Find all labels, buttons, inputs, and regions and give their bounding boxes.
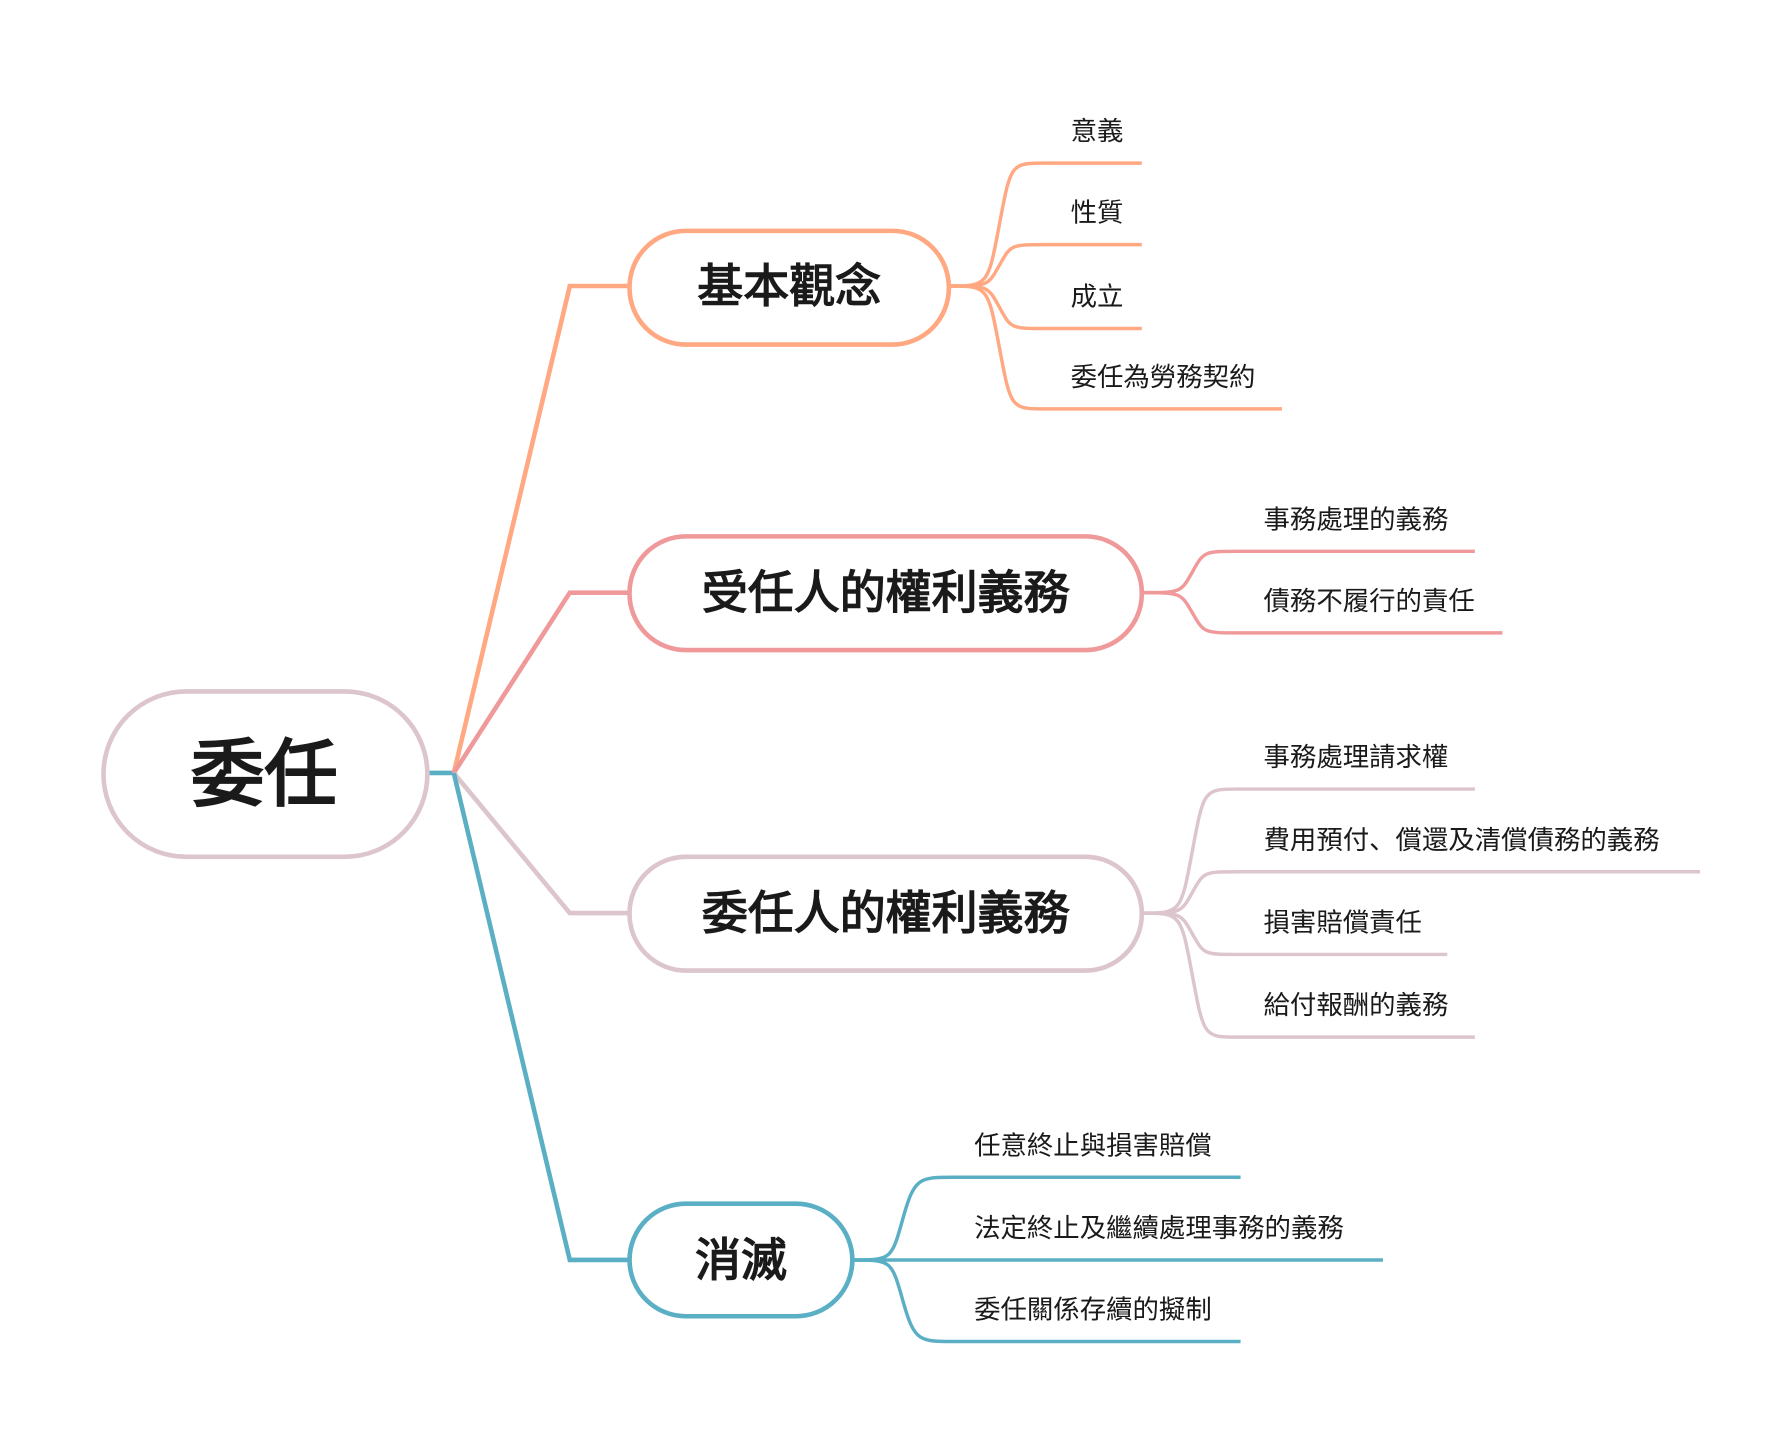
leaf-connector bbox=[852, 1258, 1241, 1344]
branch-connector bbox=[451, 772, 630, 1263]
leaf-connector bbox=[1141, 911, 1475, 1039]
main-topic-box[interactable] bbox=[627, 854, 1145, 973]
main-topic-label: 受任人的權利義務 bbox=[702, 566, 1071, 620]
main-topic-label: 消滅 bbox=[695, 1233, 787, 1287]
main-topic-label: 基本觀念 bbox=[697, 259, 881, 313]
main-topic-box[interactable] bbox=[627, 534, 1145, 653]
leaf-topic[interactable]: 債務不履行的責任 bbox=[1264, 586, 1475, 617]
leaf-topic[interactable]: 事務處理請求權 bbox=[1264, 742, 1449, 773]
central-topic-label: 委任 bbox=[191, 732, 338, 817]
main-topic-box[interactable] bbox=[627, 1201, 855, 1319]
leaf-connector bbox=[948, 242, 1142, 288]
leaf-topic[interactable]: 任意終止與損害賠償 bbox=[974, 1130, 1212, 1161]
leaf-connector bbox=[1141, 590, 1503, 635]
leaf-topic[interactable]: 委任為勞務契約 bbox=[1071, 362, 1256, 393]
leaf-topic[interactable]: 法定終止及繼續處理事務的義務 bbox=[974, 1213, 1344, 1244]
branch-connector bbox=[451, 590, 630, 775]
leaf-topic[interactable]: 費用預付、償還及清償債務的義務 bbox=[1264, 825, 1660, 856]
branch-connector bbox=[451, 283, 630, 774]
leaf-topic[interactable]: 意義 bbox=[1071, 116, 1124, 147]
main-topic-box[interactable] bbox=[627, 228, 952, 347]
leaf-topic[interactable]: 給付報酬的義務 bbox=[1264, 990, 1449, 1021]
central-topic[interactable]: 委任 bbox=[101, 689, 430, 860]
main-topic-label: 委任人的權利義務 bbox=[702, 886, 1071, 940]
central-topic-box[interactable] bbox=[101, 689, 430, 860]
leaf-topic[interactable]: 事務處理的義務 bbox=[1264, 504, 1449, 535]
leaf-topic[interactable]: 委任關係存續的擬制 bbox=[974, 1295, 1212, 1326]
branch-connector bbox=[452, 771, 630, 916]
leaf-connector bbox=[948, 284, 1282, 411]
leaf-topic[interactable]: 性質 bbox=[1071, 198, 1124, 229]
leaf-topic[interactable]: 成立 bbox=[1071, 282, 1124, 313]
leaf-topic[interactable]: 損害賠償責任 bbox=[1264, 907, 1422, 938]
